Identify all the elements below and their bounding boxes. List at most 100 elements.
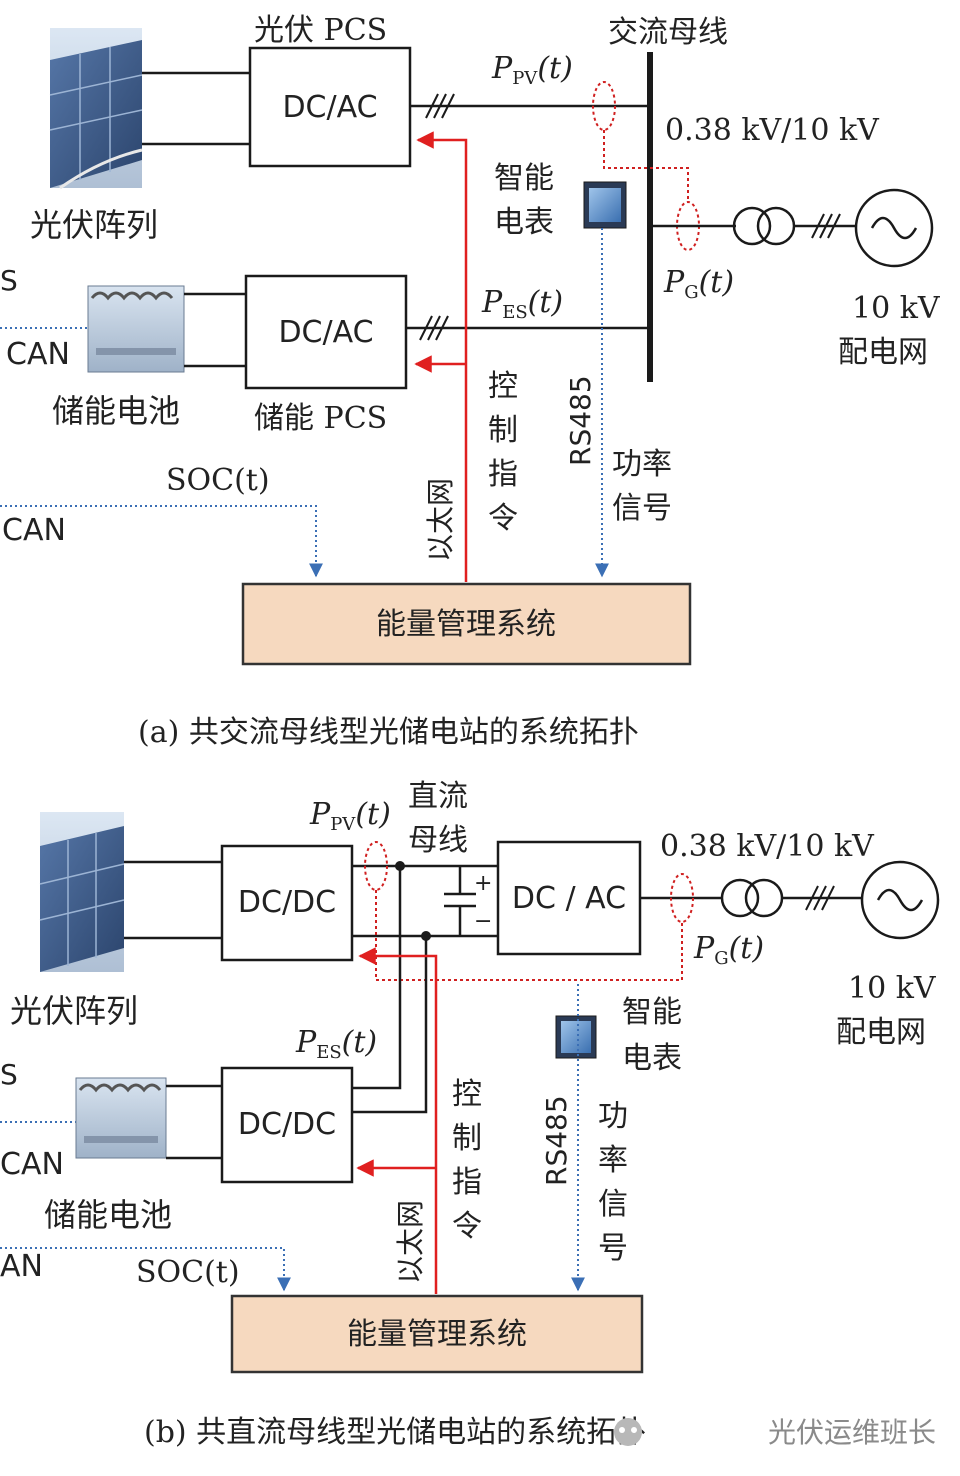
grid-label-b1: 10 kV [848, 971, 937, 1006]
ppv-label-b: PPV(t) [309, 797, 391, 835]
capacitor-icon [444, 866, 476, 936]
pv-pcs-title: 光伏 PCS [254, 13, 387, 48]
cap-minus: − [474, 909, 492, 934]
current-transformer-pv-b [364, 841, 388, 891]
current-transformer-grid-b [670, 873, 694, 923]
three-phase-mark-grid-a [811, 213, 841, 239]
battery-label-b: 储能电池 [44, 1196, 172, 1234]
pes-label-a: PES(t) [481, 285, 563, 323]
pv-dcdc-box [220, 844, 354, 962]
watermark-text: 光伏运维班长 [768, 1416, 936, 1449]
control-line-pv [416, 131, 468, 582]
dc-bus-title-1: 直流 [408, 779, 468, 814]
power-signal-b1: 功 [598, 1099, 628, 1134]
power-signal-b3: 信 [598, 1187, 628, 1222]
es-dcdc-box-label: DC/DC [238, 1107, 336, 1142]
es-pcs-box [244, 274, 408, 390]
power-signal-b4: 号 [598, 1231, 628, 1266]
dc-bus-title-2: 母线 [408, 823, 468, 858]
smart-meter-label-b2: 电表 [622, 1041, 682, 1076]
soc-label-b: SOC(t) [136, 1255, 240, 1290]
smart-meter-label-b1: 智能 [622, 995, 682, 1030]
transformer-icon [720, 878, 784, 918]
control-cmd-b4: 令 [452, 1209, 482, 1244]
dcac-box [496, 840, 642, 956]
grid-label-b2: 配电网 [836, 1015, 926, 1050]
voltage-label-b: 0.38 kV/10 kV [660, 829, 875, 864]
control-cmd-a4: 令 [488, 501, 518, 536]
es-pcs-title: 储能 PCS [254, 401, 387, 436]
power-signal-a2: 信号 [612, 491, 672, 526]
control-cmd-a3: 指 [488, 457, 518, 492]
es-dcdc-box [220, 1066, 354, 1184]
grid-label-a1: 10 kV [852, 291, 941, 326]
voltage-label-a: 0.38 kV/10 kV [665, 113, 880, 148]
current-transformer-pv [592, 81, 616, 131]
es-dc-link-positive [352, 866, 402, 1090]
control-cmd-b2: 制 [452, 1121, 482, 1156]
soc-label-a: SOC(t) [166, 463, 270, 498]
control-cmd-b3: 指 [452, 1165, 482, 1200]
control-cmd-a2: 制 [488, 413, 518, 448]
pg-label-b: PG(t) [693, 931, 764, 969]
battery-label-a: 储能电池 [52, 392, 180, 430]
solar-panel-icon [39, 812, 125, 972]
transformer-icon [732, 206, 796, 246]
three-phase-mark-grid-b [805, 885, 835, 911]
control-cmd-a1: 控 [488, 369, 518, 404]
pv-array-label-b: 光伏阵列 [10, 992, 138, 1030]
ems-box-b [230, 1294, 644, 1374]
ethernet-label-b: 以太网 [394, 1200, 427, 1284]
control-line-pv-b [358, 947, 438, 1294]
pv-dcdc-box-label: DC/DC [238, 885, 336, 920]
panel-b: 光伏阵列 DC/DC PPV(t) 直流 母线 + − DC / AC 0.38… [0, 779, 940, 1450]
soc-line-b [0, 1247, 291, 1292]
ems-box-a [241, 582, 692, 666]
smart-meter-icon [555, 1015, 597, 1059]
pv-pcs-box [248, 46, 412, 168]
pes-label-b: PES(t) [295, 1025, 377, 1063]
can-label-b2: AN [0, 1249, 43, 1284]
meter-sense-line-a [603, 130, 689, 202]
battery-icon [75, 1077, 167, 1159]
can-label-b1: CAN [0, 1147, 64, 1182]
smart-meter-label-a1: 智能 [494, 161, 554, 196]
battery-icon [87, 285, 185, 373]
ac-bus-title: 交流母线 [608, 15, 728, 50]
can-label-a1: CAN [6, 337, 70, 372]
pv-pcs-box-label: DC/AC [282, 90, 377, 125]
soc-line-a [0, 505, 323, 578]
edge-s-a: S [0, 264, 18, 297]
solar-panel-icon [49, 28, 143, 190]
three-phase-mark-es [419, 315, 449, 341]
ppv-label: PPV(t) [491, 51, 573, 89]
watermark: 光伏运维班长 [614, 1416, 936, 1449]
dcac-box-label: DC / AC [512, 881, 626, 916]
ems-label-a: 能量管理系统 [376, 607, 556, 642]
pg-label-a: PG(t) [663, 265, 734, 303]
es-dc-link-negative [352, 936, 428, 1114]
grid-label-a2: 配电网 [838, 335, 928, 370]
three-phase-mark-pv [425, 93, 455, 119]
ac-source-icon [860, 860, 940, 940]
edge-s-b: S [0, 1058, 18, 1091]
power-signal-b2: 率 [598, 1143, 628, 1178]
control-cmd-b1: 控 [452, 1077, 482, 1112]
ethernet-label-a: 以太网 [424, 478, 457, 562]
ems-label-b: 能量管理系统 [347, 1317, 527, 1352]
meter-sense-line-b [375, 890, 683, 981]
pv-array-label: 光伏阵列 [30, 206, 158, 244]
caption-b: (b) 共直流母线型光储电站的系统拓扑 [144, 1415, 646, 1450]
can-label-a2: CAN [2, 513, 66, 548]
ac-source-icon [854, 188, 934, 268]
rs485-label-b: RS485 [540, 1095, 573, 1186]
caption-a: (a) 共交流母线型光储电站的系统拓扑 [138, 715, 639, 750]
rs485-label-a: RS485 [564, 375, 597, 466]
smart-meter-icon [583, 181, 627, 229]
es-pcs-box-label: DC/AC [278, 315, 373, 350]
power-signal-a1: 功率 [612, 447, 672, 482]
panel-a: 光伏阵列 光伏 PCS DC/AC PPV(t) 交流母线 0.38 kV/10… [0, 13, 941, 750]
cap-plus: + [474, 871, 492, 896]
smart-meter-label-a2: 电表 [494, 205, 554, 240]
